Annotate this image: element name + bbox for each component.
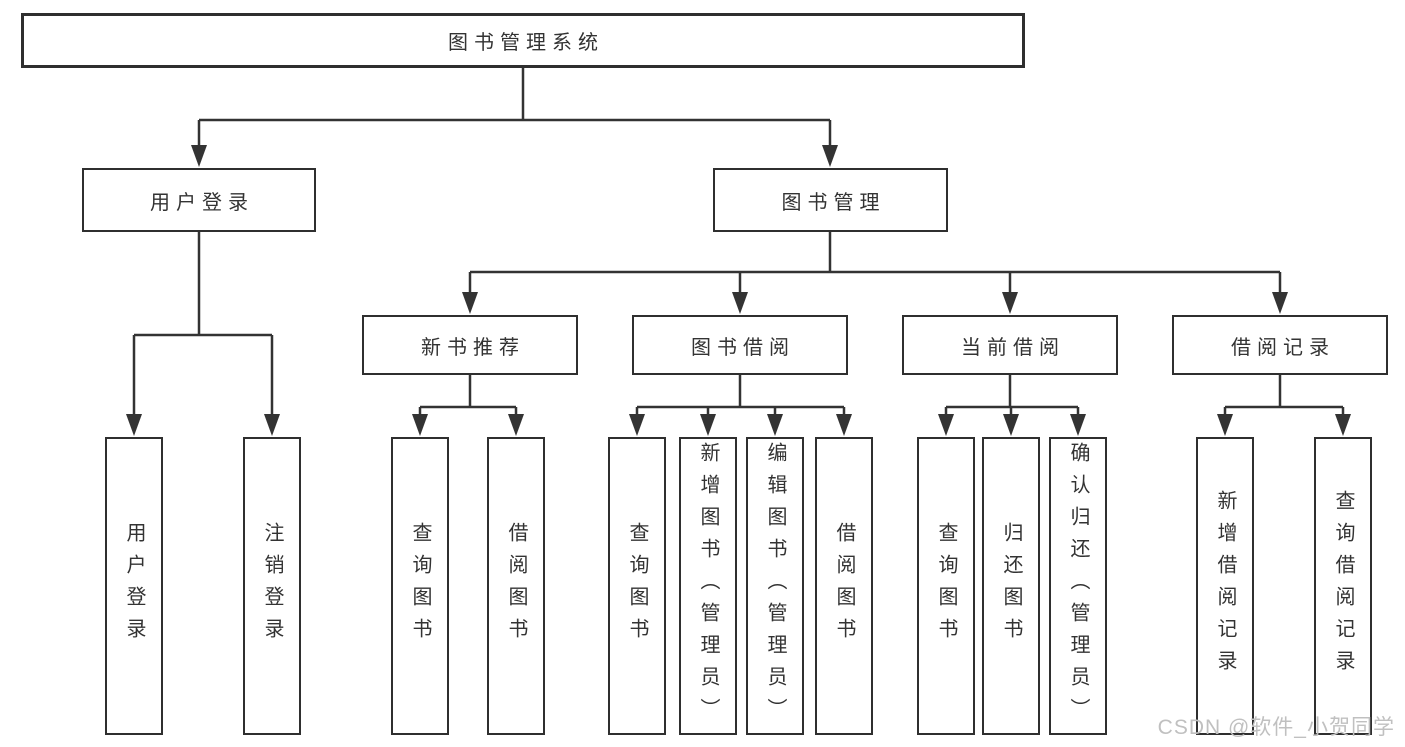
node-label: 借阅记录	[1231, 336, 1335, 359]
node-label: 图书管理	[781, 191, 886, 214]
node-label: 用户登录	[150, 191, 254, 214]
node-label: 新书推荐	[421, 336, 525, 359]
node-label: 当前借阅	[961, 336, 1065, 359]
node-label: 图书管理系统	[448, 32, 604, 54]
leaf-query-books: 查询图书	[391, 437, 449, 735]
csdn-watermark: CSDN @软件_小贺同学	[1157, 716, 1395, 739]
leaf-label: 新增图书（管理员）	[697, 442, 719, 730]
node-label: 图书借阅	[691, 336, 795, 359]
node-user-login: 用户登录	[82, 168, 316, 232]
leaf-query-books: 查询图书	[917, 437, 975, 735]
leaf-label: 查询图书	[935, 522, 957, 650]
leaf-label: 确认归还（管理员）	[1067, 442, 1089, 730]
leaf-add-book-admin: 新增图书（管理员）	[679, 437, 737, 735]
leaf-edit-book-admin: 编辑图书（管理员）	[746, 437, 804, 735]
leaf-query-books: 查询图书	[608, 437, 666, 735]
leaf-label: 注销登录	[261, 522, 283, 650]
leaf-borrow-books: 借阅图书	[487, 437, 545, 735]
leaf-label: 编辑图书（管理员）	[764, 442, 786, 730]
node-new-book-recommend: 新书推荐	[362, 315, 578, 375]
leaf-query-borrow-record: 查询借阅记录	[1314, 437, 1372, 735]
leaf-user-login: 用户登录	[105, 437, 163, 735]
node-book-management: 图书管理	[713, 168, 948, 232]
leaf-return-book: 归还图书	[982, 437, 1040, 735]
leaf-logout: 注销登录	[243, 437, 301, 735]
leaf-confirm-return-admin: 确认归还（管理员）	[1049, 437, 1107, 735]
leaf-label: 归还图书	[1000, 522, 1022, 650]
leaf-borrow-books: 借阅图书	[815, 437, 873, 735]
leaf-label: 用户登录	[123, 522, 145, 650]
leaf-label: 查询图书	[409, 522, 431, 650]
leaf-label: 新增借阅记录	[1214, 490, 1236, 682]
node-current-borrowing: 当前借阅	[902, 315, 1118, 375]
leaf-add-borrow-record: 新增借阅记录	[1196, 437, 1254, 735]
leaf-label: 借阅图书	[833, 522, 855, 650]
node-borrowing-records: 借阅记录	[1172, 315, 1388, 375]
leaf-label: 查询图书	[626, 522, 648, 650]
leaf-label: 借阅图书	[505, 522, 527, 650]
node-book-borrowing: 图书借阅	[632, 315, 848, 375]
leaf-label: 查询借阅记录	[1332, 490, 1354, 682]
node-library-management-system: 图书管理系统	[21, 13, 1025, 68]
